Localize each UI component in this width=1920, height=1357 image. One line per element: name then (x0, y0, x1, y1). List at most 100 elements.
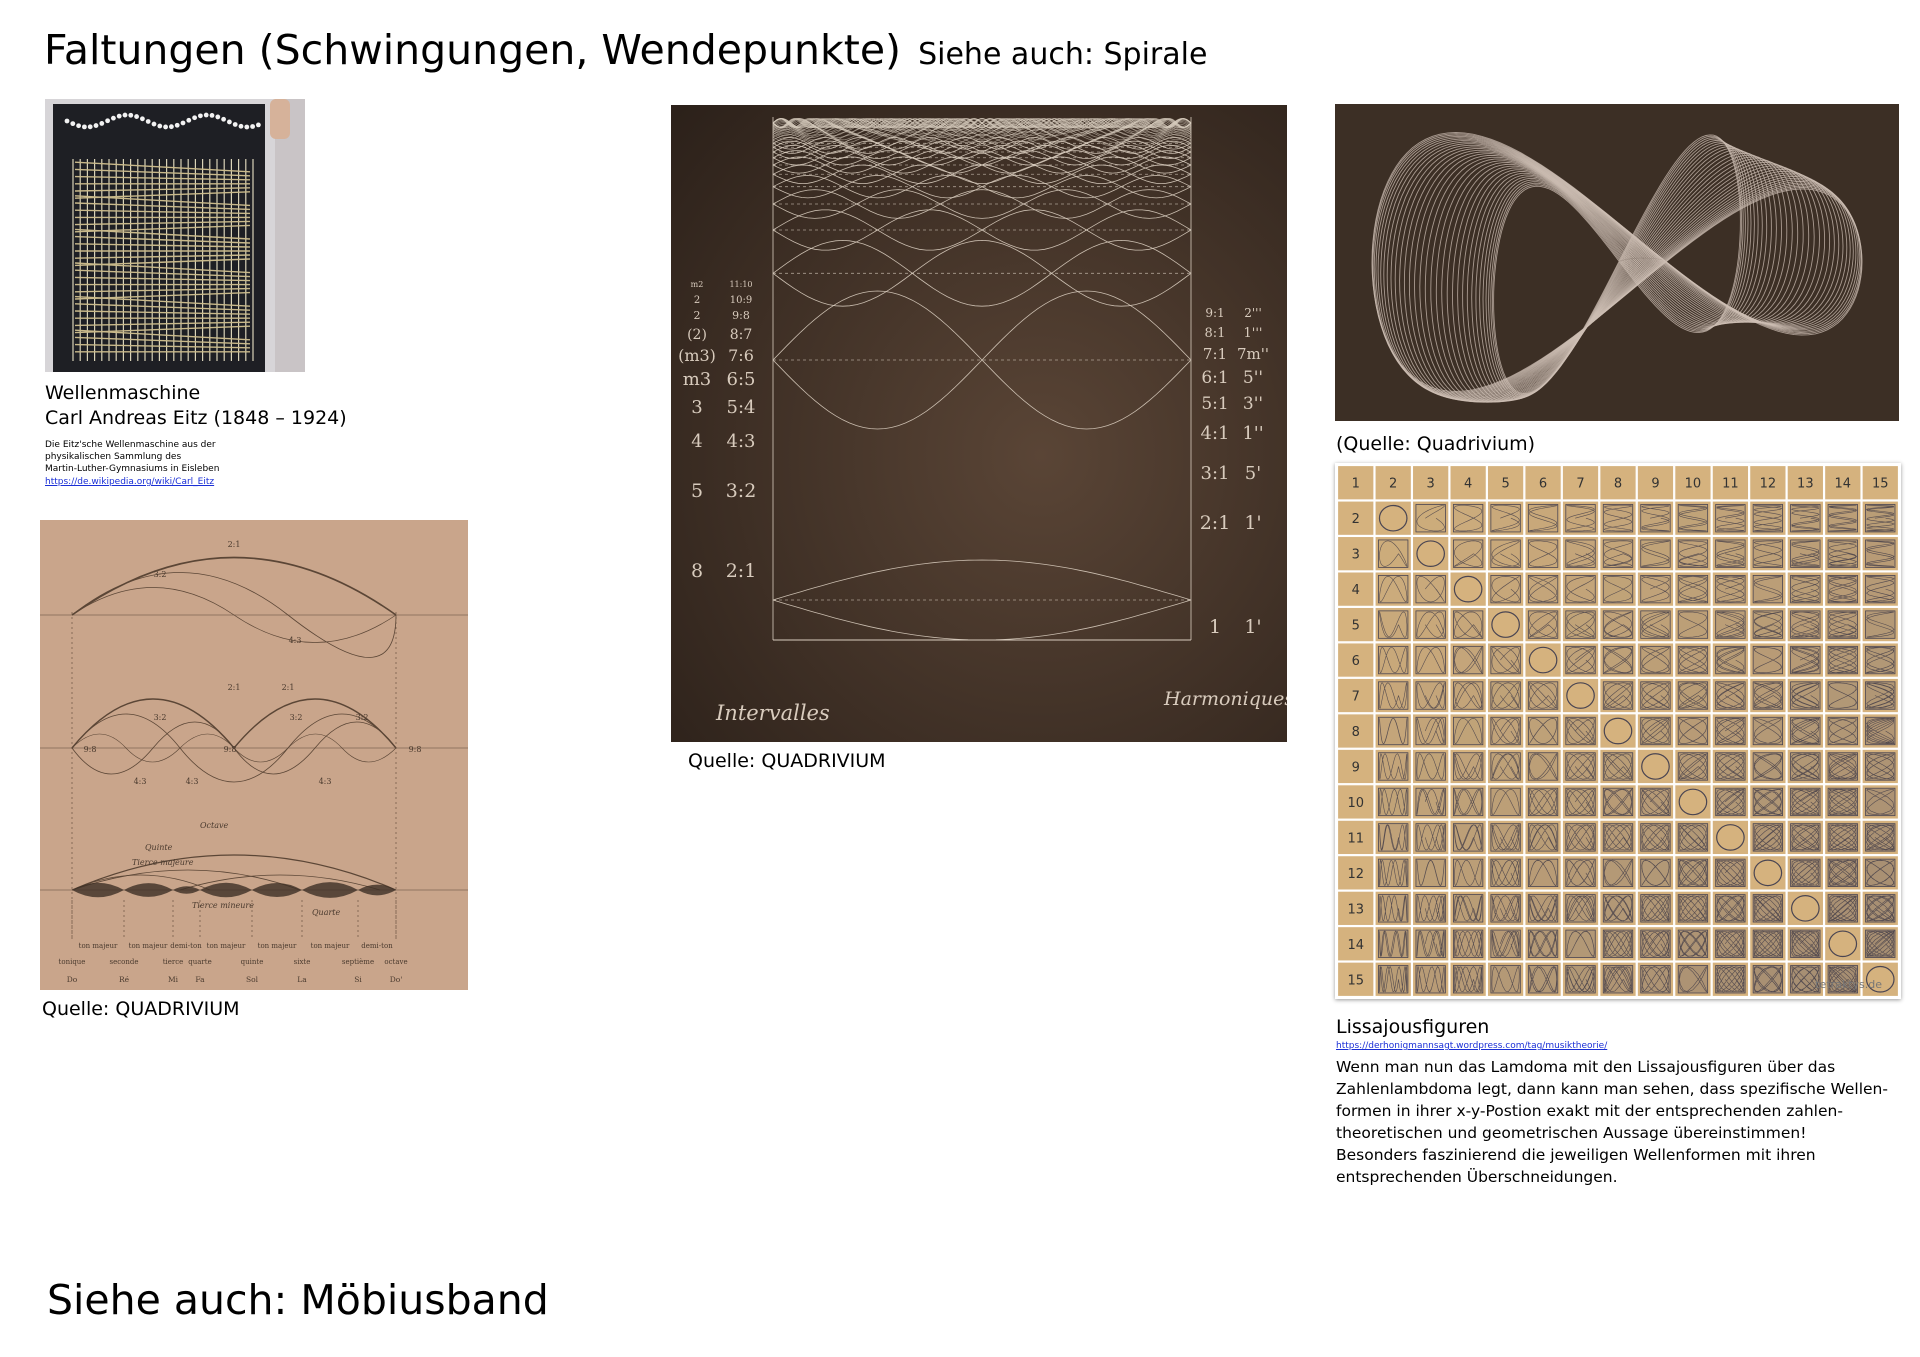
row-header: 10 (1347, 796, 1364, 811)
lissajous-paragraph: Wenn man nun das Lamdoma mit den Lissajo… (1336, 1056, 1888, 1188)
row-header: 6 (1352, 654, 1360, 669)
degree-name: sixte (294, 958, 311, 966)
ratio-label: 4:3 (186, 777, 199, 786)
note-name: La (297, 975, 307, 984)
interval-label: Quarte (312, 908, 341, 917)
row-header: 4 (1352, 583, 1360, 598)
wave-machine-caption-person: Carl Andreas Eitz (1848 – 1924) (45, 407, 347, 429)
interval-label: Octave (200, 821, 229, 830)
harmonic-note: 3'' (1243, 394, 1263, 414)
column-header: 9 (1651, 477, 1659, 492)
degree-name: quinte (241, 958, 264, 966)
lissajous-source-link[interactable]: https://derhonigmannsagt.wordpress.com/t… (1336, 1041, 1608, 1051)
harmonic-note: 2''' (1244, 306, 1262, 320)
row-header: 7 (1352, 690, 1360, 705)
step-name: ton majeur (207, 942, 246, 950)
ratio-label: 2:1 (282, 683, 295, 692)
wave-machine-description-line: Martin-Luther-Gymnasiums in Eisleben (45, 464, 220, 474)
step-name: ton majeur (311, 942, 350, 950)
note-name: Do (67, 975, 78, 984)
column-header: 11 (1722, 477, 1739, 492)
degree-name: octave (384, 958, 407, 966)
harmonics-right-title: Harmoniques (1163, 688, 1287, 710)
interval-label: 4 (691, 431, 702, 452)
ratio-label: 3:2 (154, 570, 167, 579)
row-header: 13 (1347, 902, 1364, 917)
wave-machine-description-line: Die Eitz'sche Wellenmaschine aus der (45, 440, 216, 450)
step-name: demi-ton (361, 942, 393, 950)
paragraph-line: Wenn man nun das Lamdoma mit den Lissajo… (1336, 1058, 1836, 1076)
column-header: 13 (1797, 477, 1814, 492)
column-header: 7 (1576, 477, 1584, 492)
ratio-label: 4:3 (319, 777, 332, 786)
harmonic-ratio: 3:1 (1201, 463, 1230, 484)
harmonic-note: 1' (1244, 616, 1261, 638)
harmonic-ratio: 4:1 (1201, 423, 1230, 444)
step-name: ton majeur (79, 942, 118, 950)
ratio-label: 2:1 (228, 540, 241, 549)
harmonics-left-title: Intervalles (715, 701, 830, 725)
ratio-label: 4:3 (727, 431, 756, 452)
harmonic-note: 5' (1245, 463, 1261, 484)
column-header: 6 (1539, 477, 1547, 492)
interval-label: (2) (687, 327, 707, 343)
degree-name: quarte (188, 958, 211, 966)
tetraktys-watermark: tetraktys.de (1815, 978, 1882, 991)
ratio-label: 3:2 (290, 713, 303, 722)
harmonic-note: 7m'' (1237, 345, 1269, 363)
wave-machine-caption-title: Wellenmaschine (45, 382, 201, 404)
ratio-label: 9:8 (409, 745, 422, 754)
row-header: 15 (1347, 973, 1364, 988)
column-header: 4 (1464, 477, 1472, 492)
wave-machine-wikipedia-link[interactable]: https://de.wikipedia.org/wiki/Carl_Eitz (45, 477, 215, 487)
ratio-label: 7:6 (728, 346, 754, 365)
ratio-label: 3:2 (356, 713, 369, 722)
ratio-label: 2:1 (726, 560, 757, 582)
ratio-label: 5:4 (727, 397, 756, 418)
row-header: 3 (1352, 548, 1360, 563)
paragraph-line: formen in ihrer x-y-Postion exakt mit de… (1336, 1102, 1843, 1120)
ratio-label: 4:3 (134, 777, 147, 786)
column-header: 1 (1352, 477, 1360, 492)
footer-see-also: Siehe auch: Möbiusband (47, 1276, 549, 1324)
lissajous-twist-source-caption: (Quelle: Quadrivium) (1336, 433, 1536, 455)
column-header: 10 (1685, 477, 1702, 492)
harmonic-note: 1'' (1242, 423, 1263, 444)
interval-label: (m3) (678, 346, 716, 365)
harmonic-ratio: 8:1 (1205, 326, 1226, 341)
step-name: ton majeur (129, 942, 168, 950)
note-name: Mi (168, 975, 179, 984)
ratio-label: 3:2 (726, 480, 757, 502)
ratio-label: 9:8 (84, 745, 97, 754)
column-header: 3 (1427, 477, 1435, 492)
harmonic-ratio: 6:1 (1201, 368, 1228, 388)
ratio-label: 9:8 (224, 745, 237, 754)
note-name: Do' (390, 975, 403, 984)
interval-label: 2 (694, 295, 700, 306)
row-header: 2 (1352, 512, 1360, 527)
ratio-label: 11:10 (729, 280, 752, 289)
column-header: 15 (1872, 477, 1889, 492)
degree-name: septième (342, 958, 374, 966)
ratio-label: 2:1 (228, 683, 241, 692)
interval-label: 2 (694, 309, 701, 322)
note-name: Sol (246, 975, 259, 984)
step-name: demi-ton (170, 942, 202, 950)
harmonic-ratio: 1 (1209, 616, 1221, 638)
note-name: Ré (119, 975, 130, 984)
paragraph-line: theoretischen und geometrischen Aussage … (1336, 1124, 1807, 1142)
degree-name: tonique (59, 958, 86, 966)
column-header: 14 (1835, 477, 1852, 492)
page-title: Faltungen (Schwingungen, Wendepunkte) Si… (44, 26, 1207, 74)
harmonic-ratio: 7:1 (1203, 345, 1227, 363)
harmonic-ratio: 2:1 (1200, 512, 1231, 534)
row-header: 8 (1352, 725, 1360, 740)
harmonics-source-caption: Quelle: QUADRIVIUM (688, 750, 886, 772)
row-header: 12 (1347, 867, 1364, 882)
ratio-label: 4:3 (289, 636, 302, 645)
title-main-text: Faltungen (Schwingungen, Wendepunkte) (44, 26, 902, 74)
interval-label: 5 (691, 480, 703, 502)
ratio-label: 3:2 (154, 713, 167, 722)
harmonic-ratio: 9:1 (1205, 306, 1224, 320)
